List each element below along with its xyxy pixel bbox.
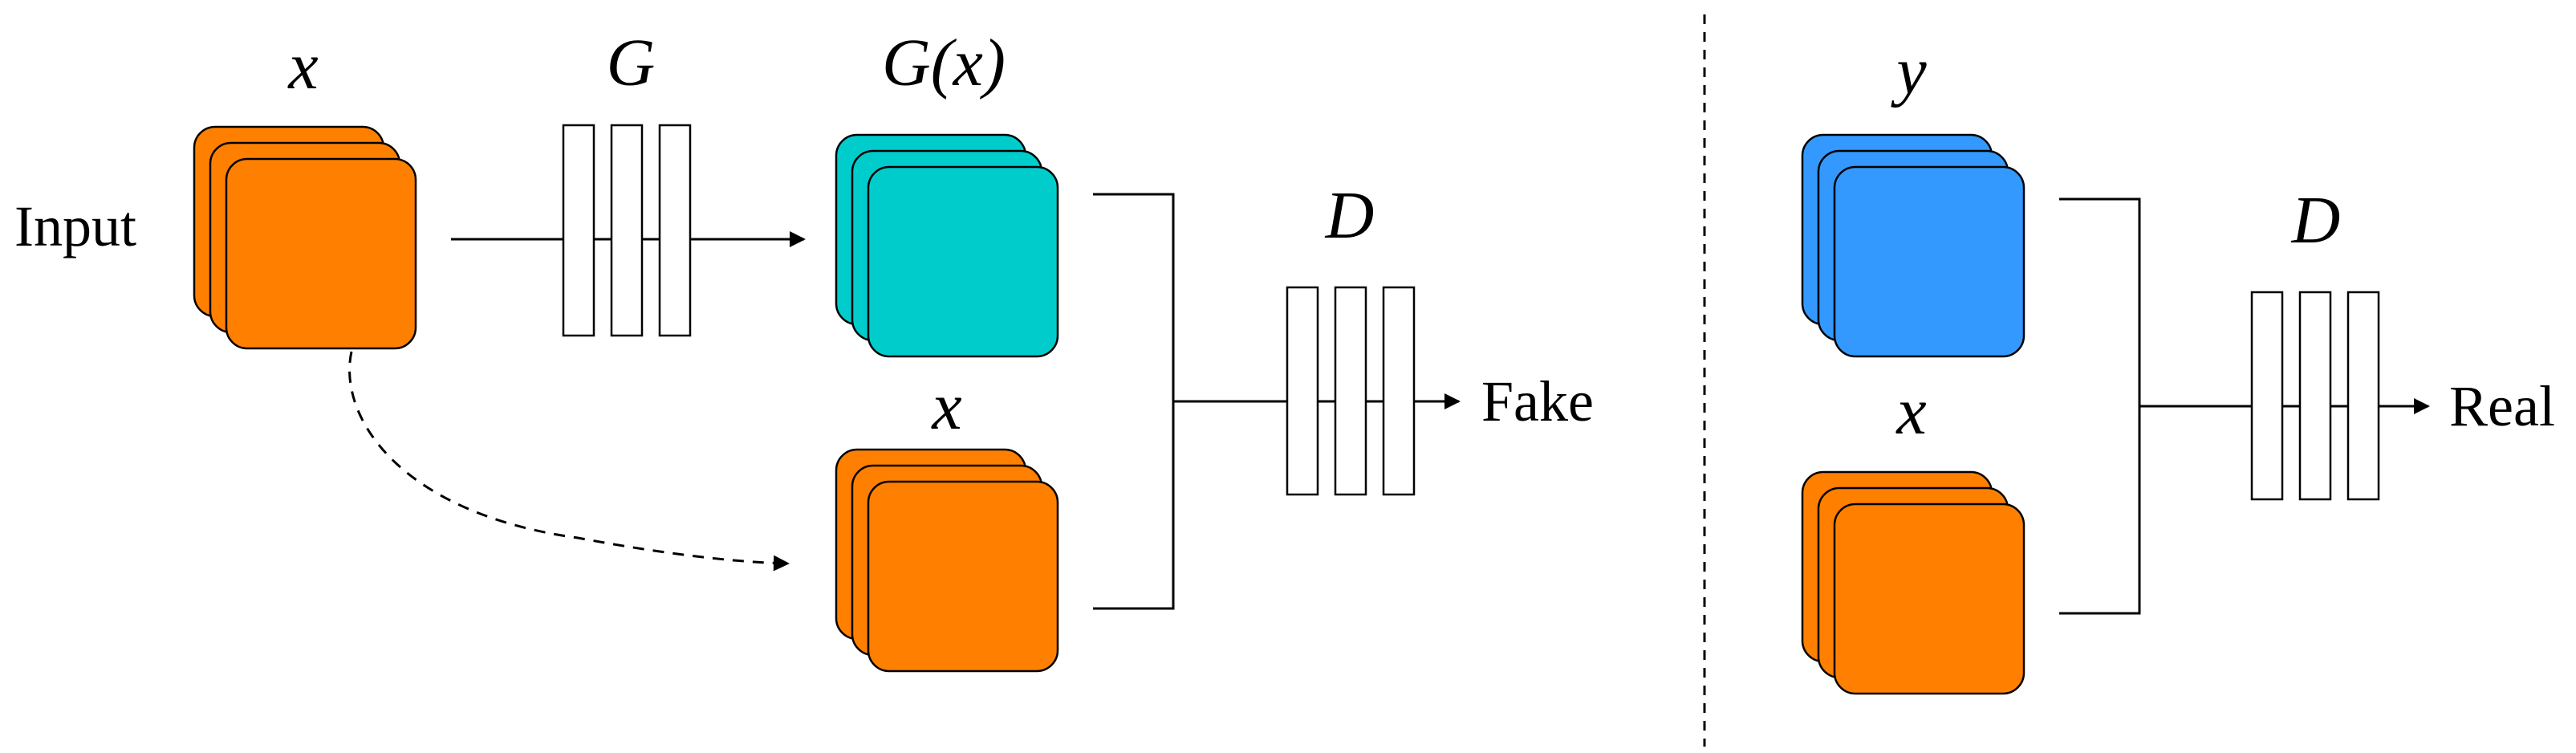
discriminator-right-block [2250,291,2380,501]
x-input-label: x [286,29,318,104]
generator-label: G [607,26,656,100]
input-right-image-stack [1801,470,2025,695]
x-right-label: x [1895,374,1926,449]
discriminator-right-label: D [2291,183,2341,258]
target-image-stack [1801,133,2025,358]
discriminator-left-label: D [1325,178,1375,253]
generator-block [562,124,692,337]
input-image-stack [193,125,417,350]
gx-label: G(x) [882,26,1006,100]
real-label: Real [2449,374,2555,438]
x-mid-label: x [930,369,961,444]
input-copy-image-stack [835,448,1059,673]
input-label: Input [14,194,136,258]
copy-input-dashed-arrow [348,351,790,572]
right-merge-connector [2059,197,2430,615]
generated-image-stack [835,133,1059,358]
fake-label: Fake [1481,369,1594,433]
discriminator-left-block [1286,286,1416,496]
y-label: y [1890,34,1927,108]
